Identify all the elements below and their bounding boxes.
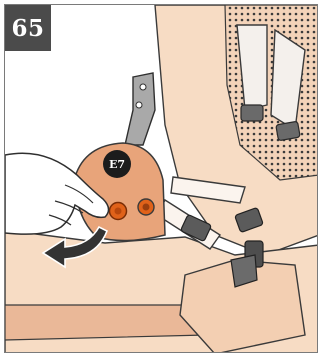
hinge-bracket xyxy=(125,73,155,145)
part-label-e7: E7 xyxy=(103,150,131,178)
instruction-panel: 65 E7 xyxy=(4,4,318,353)
step-number-badge: 65 xyxy=(5,5,51,51)
strap-clip-left xyxy=(241,105,263,121)
strap-clip-right xyxy=(276,121,300,141)
seat-side xyxy=(5,305,205,340)
seat-illustration xyxy=(5,5,318,353)
